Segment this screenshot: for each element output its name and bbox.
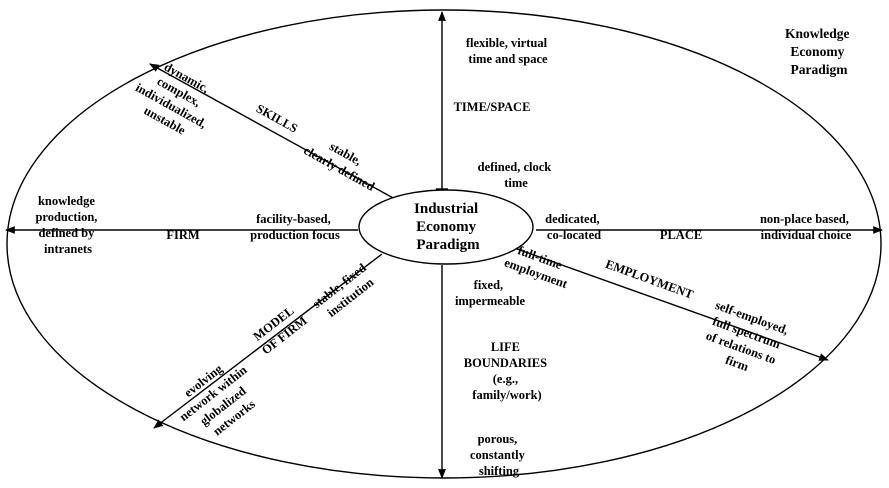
- life-boundaries-label-line: (e.g.,: [493, 372, 518, 386]
- svg-text:self-employed, full spec: self-employed, full spectrum of relation…: [697, 298, 793, 384]
- firm-inner-text: facility-based,: [256, 212, 331, 226]
- life-boundaries-outer-text: constantly: [470, 448, 526, 462]
- center-label-line: Industrial: [414, 201, 478, 217]
- employment-axis: [502, 243, 829, 361]
- firm-inner-text: production focus: [250, 228, 340, 242]
- time-space-axis-label: TIME/SPACE: [454, 100, 531, 114]
- svg-text:dedicated, co-located: dedicated, co-located: [545, 212, 603, 242]
- time-space-inner-text: defined, clock: [478, 160, 552, 174]
- place-axis-label: PLACE: [660, 228, 702, 242]
- life-boundaries-axis-label: LIFE BOUNDARIES (e.g., family/work): [464, 340, 550, 402]
- firm-outer-text: defined by: [38, 226, 95, 240]
- place-outer-text: individual choice: [761, 228, 852, 242]
- svg-text:porous, constantly shi: porous, constantly shifting: [470, 432, 528, 478]
- skills-axis: [149, 63, 396, 200]
- time-space-inner-text: time: [504, 176, 528, 190]
- svg-text:non-place based, individua: non-place based, individual choice: [760, 212, 852, 242]
- life-boundaries-outer-text: shifting: [479, 464, 520, 478]
- time-space-outer-text: flexible, virtual: [466, 36, 548, 50]
- place-inner-text: co-located: [547, 228, 601, 242]
- center-label-line: Economy: [416, 219, 477, 235]
- center-label: Industrial Economy Paradigm: [414, 201, 482, 253]
- outer-label-line: Knowledge: [785, 26, 850, 41]
- model-of-firm-axis: [153, 253, 383, 429]
- svg-text:knowledge production,: knowledge production, defined by intrane…: [35, 194, 100, 256]
- life-boundaries-label-line: BOUNDARIES: [464, 356, 547, 370]
- outer-paradigm-label: Knowledge Economy Paradigm: [785, 26, 853, 77]
- place-outer-text: non-place based,: [760, 212, 849, 226]
- center-ellipse: [358, 189, 534, 265]
- svg-text:evolving network within: evolving network within globalized netwo…: [167, 348, 272, 449]
- center-label-line: Paradigm: [416, 237, 480, 253]
- firm-outer-text: knowledge: [38, 194, 95, 208]
- outer-label-line: Economy: [790, 44, 844, 59]
- life-boundaries-inner-text: fixed,: [474, 278, 504, 292]
- svg-text:flexible, virtual time and: flexible, virtual time and space: [466, 36, 550, 66]
- employment-axis-label: EMPLOYMENT: [604, 257, 696, 302]
- svg-text:facility-based, production: facility-based, production focus: [250, 212, 340, 242]
- life-boundaries-label-line: LIFE: [491, 340, 520, 354]
- life-boundaries-label-line: family/work): [472, 388, 541, 402]
- place-inner-text: dedicated,: [545, 212, 600, 226]
- life-boundaries-outer-text: porous,: [478, 432, 518, 446]
- time-space-outer-text: time and space: [468, 52, 548, 66]
- outer-label-line: Paradigm: [791, 62, 849, 77]
- firm-axis-label: FIRM: [166, 228, 200, 242]
- svg-text:stable, clearly defined: stable, clearly defined: [301, 129, 385, 193]
- svg-text:fixed, impermeable: fixed, impermeable: [455, 278, 526, 308]
- svg-text:stable, fixed institutio: stable, fixed institution: [310, 259, 381, 324]
- svg-text:dynamic, complex,: dynamic, complex, individualized, unstab…: [125, 53, 227, 147]
- firm-outer-text: intranets: [44, 242, 92, 256]
- skills-axis-label: SKILLS: [254, 101, 300, 135]
- life-boundaries-inner-text: impermeable: [455, 294, 526, 308]
- svg-text:defined, clock time: defined, clock time: [478, 160, 555, 190]
- firm-outer-text: production,: [35, 210, 97, 224]
